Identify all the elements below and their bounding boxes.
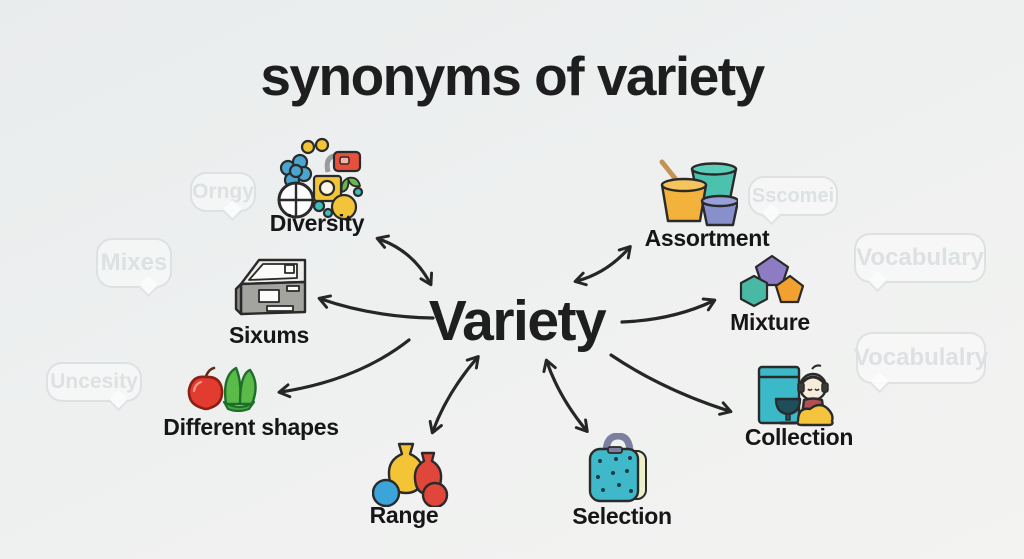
dotted-bag-icon xyxy=(588,433,647,503)
cabinet-listener-icon xyxy=(757,364,834,427)
watermark-bubble-uncesity: Uncesity xyxy=(46,362,142,412)
node-label-collection: Collection xyxy=(744,424,854,450)
watermark-bubble-vocabulary: Vocabulary xyxy=(854,233,986,293)
arrow-variety-assortment xyxy=(573,245,632,287)
arrow-variety-range xyxy=(428,355,480,435)
watermark-text: Orngy xyxy=(192,180,254,203)
watermark-text: Uncesity xyxy=(50,370,138,393)
watermark-bubble-vocabulalry: Vocabulalry xyxy=(853,332,989,394)
printer-icon xyxy=(234,258,307,316)
arrow-variety-selection xyxy=(542,358,589,434)
node-label-selection: Selection xyxy=(572,503,672,529)
node-label-range: Range xyxy=(369,502,439,528)
center-word-variety: Variety xyxy=(428,289,607,353)
watermark-text: Mixes xyxy=(100,249,168,276)
watermark-bubble-orngy: Orngy xyxy=(190,172,256,222)
diversity-cluster-icon xyxy=(277,137,364,220)
watermark-text: Sscomei xyxy=(751,184,835,207)
bubble-tail xyxy=(137,275,160,298)
apple-lettuce-icon xyxy=(187,366,257,412)
watermark-text: Vocabulary xyxy=(856,244,984,271)
page-title: synonyms of variety xyxy=(260,45,765,107)
node-label-assortment: Assortment xyxy=(644,225,770,251)
node-label-diversity: Diversity xyxy=(269,210,365,236)
bubble-tail xyxy=(868,371,891,394)
arrow-variety-diversity xyxy=(375,234,434,287)
watermark-bubble-sscomei: Sscomei xyxy=(748,176,838,226)
bubble-tail xyxy=(866,270,889,293)
vases-icon xyxy=(372,442,449,507)
node-label-mixture: Mixture xyxy=(730,309,810,335)
assorted-cups-icon xyxy=(659,159,738,227)
node-label-sixums: Sixums xyxy=(228,322,309,348)
mixed-polygons-icon xyxy=(739,254,805,308)
watermark-text: Vocabulalry xyxy=(853,344,989,371)
watermark-bubble-mixes: Mixes xyxy=(96,238,172,298)
arrow-variety-collection xyxy=(609,353,733,416)
node-label-different-shapes: Different shapes xyxy=(163,414,339,440)
